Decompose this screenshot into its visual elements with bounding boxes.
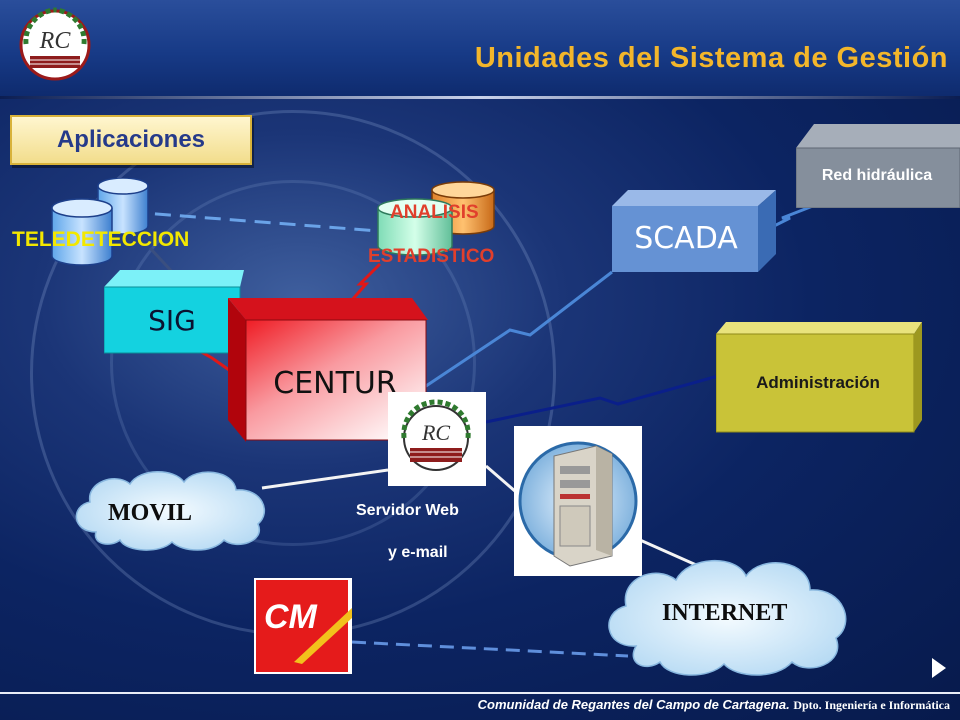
server-tower-icon [514, 426, 642, 576]
analisis-database-icon [377, 181, 495, 256]
cm-logo-icon: CM [254, 578, 352, 674]
link-movil-web [261, 468, 389, 490]
header-band [0, 0, 960, 98]
movil-label: MOVIL [108, 500, 192, 526]
red-hidraulica-label: Red hidráulica [821, 167, 933, 184]
teledeteccion-database-icon [51, 178, 149, 266]
estadistico-label: ESTADISTICO [368, 246, 495, 267]
rc-web-logo-icon: RC [388, 392, 486, 486]
applications-tab: Aplicaciones [10, 115, 252, 165]
rc-logo-text: RC [39, 28, 72, 54]
footer: Comunidad de Regantes del Campo de Carta… [478, 697, 950, 713]
page-title: Unidades del Sistema de Gestión [474, 42, 948, 74]
analisis-label: ANALISIS [390, 202, 479, 223]
rc-web-logo-text: RC [421, 420, 450, 445]
link-cm-internet [351, 640, 629, 658]
movil-cloud-icon [75, 471, 266, 551]
internet-cloud-icon [608, 560, 847, 676]
scada-label: SCADA [634, 220, 738, 256]
centur-label: CENTUR [273, 365, 397, 401]
administracion-box [716, 322, 922, 433]
background-ring [110, 180, 476, 546]
footer-department: Dpto. Ingeniería e Informática [793, 698, 950, 712]
link-web-server [485, 464, 517, 494]
administracion-label: Administración [756, 373, 880, 392]
link-centur-analisis [350, 262, 382, 301]
footer-organization: Comunidad de Regantes del Campo de Carta… [477, 697, 790, 712]
rc-logo-icon: RC [19, 7, 91, 81]
footer-divider [0, 692, 960, 694]
applications-label: Aplicaciones [56, 126, 206, 153]
red-hidraulica-box [796, 124, 960, 208]
servidor-web-label: Servidor Web [356, 502, 459, 519]
cm-logo-text: CM [264, 598, 318, 636]
centur-box [228, 298, 428, 442]
sig-label: SIG [148, 303, 196, 337]
dashed-link [129, 210, 393, 234]
teledeteccion-label: TELEDETECCION [12, 228, 190, 251]
scada-box [612, 190, 776, 272]
next-slide-icon[interactable] [930, 656, 948, 680]
header-divider [0, 96, 960, 99]
link-server-admin [485, 374, 719, 424]
servidor-email-label: y e-mail [388, 544, 448, 561]
internet-label: INTERNET [662, 600, 788, 626]
link-centur-scada [419, 270, 613, 392]
sig-box [104, 270, 244, 354]
